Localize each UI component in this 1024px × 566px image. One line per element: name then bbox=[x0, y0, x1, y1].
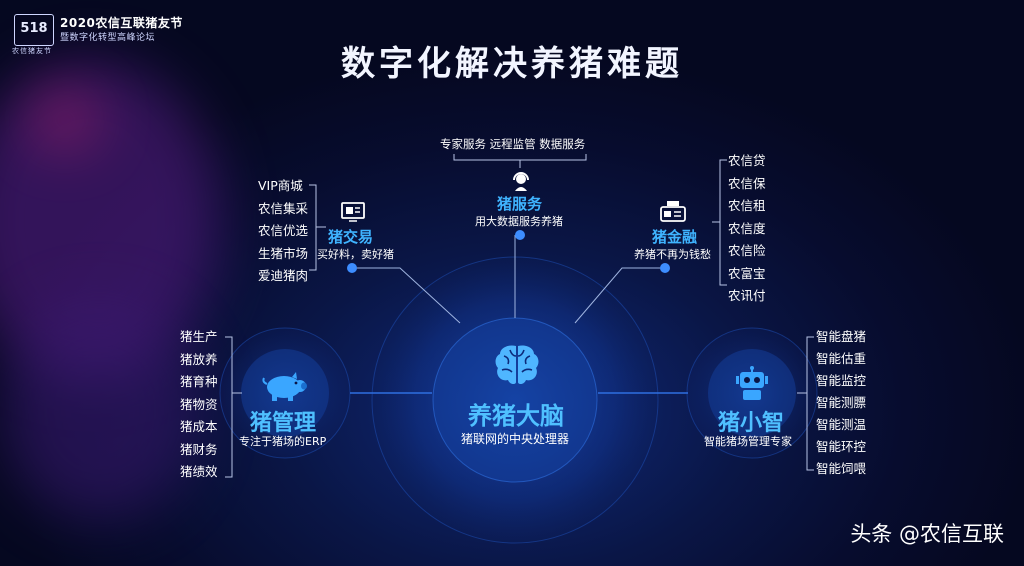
center-subtitle: 猪联网的中央处理器 bbox=[461, 432, 570, 446]
list-item: 猪育种 bbox=[180, 374, 218, 389]
finance-title: 猪金融 bbox=[652, 228, 698, 246]
list-item: 智能测温 bbox=[816, 417, 867, 432]
smart-title: 猪小智 bbox=[718, 411, 785, 436]
management-title: 猪管理 bbox=[250, 411, 317, 436]
list-item: 猪物资 bbox=[180, 396, 218, 412]
node-dot-service bbox=[515, 230, 525, 240]
trade-subtitle: 买好料，卖好猪 bbox=[317, 248, 394, 261]
finance-items: 农信贷 农信保 农信租 农信度 农信险 农富宝 农讯付 bbox=[728, 150, 766, 308]
page-title: 数字化解决养猪难题 bbox=[341, 44, 683, 84]
trade-title: 猪交易 bbox=[328, 228, 374, 246]
list-item: 猪成本 bbox=[180, 419, 218, 434]
list-item: 智能测膘 bbox=[816, 395, 867, 410]
management-subtitle: 专注于猪场的ERP bbox=[239, 435, 327, 448]
bg-glow-pink bbox=[30, 90, 100, 150]
smart-items: 智能盘猪 智能估重 智能监控 智能测膘 智能测温 智能环控 智能饲喂 bbox=[816, 326, 866, 480]
list-item: 农信集采 bbox=[258, 200, 309, 216]
list-item: 猪绩效 bbox=[180, 464, 218, 479]
bracket-management bbox=[225, 336, 233, 478]
connector-finance bbox=[574, 267, 665, 324]
connector-trade bbox=[352, 267, 461, 324]
bracket-finance bbox=[719, 159, 727, 286]
list-item: 猪放养 bbox=[180, 351, 218, 367]
list-item: 智能环控 bbox=[816, 439, 867, 454]
brain-icon bbox=[495, 345, 539, 385]
bracket-trade bbox=[309, 184, 317, 271]
list-item: 智能监控 bbox=[816, 373, 867, 388]
finance-subtitle: 养猪不再为钱愁 bbox=[634, 248, 711, 261]
center-title: 养猪大脑 bbox=[468, 402, 564, 430]
bracket-service bbox=[453, 154, 587, 161]
list-item: 农富宝 bbox=[728, 265, 766, 281]
list-item: 农讯付 bbox=[728, 288, 766, 303]
node-dot-finance bbox=[660, 263, 670, 273]
robot-icon bbox=[736, 366, 768, 400]
list-item: 农信贷 bbox=[728, 153, 766, 168]
list-item: 智能盘猪 bbox=[816, 329, 867, 344]
event-logo-caption: 农信猪友节 bbox=[12, 47, 52, 55]
list-item: 农信租 bbox=[728, 198, 766, 213]
list-item: 生猪市场 bbox=[258, 245, 309, 261]
headset-icon bbox=[513, 172, 529, 191]
smart-subtitle: 智能猪场管理专家 bbox=[704, 435, 792, 448]
list-item: 爱迪猪肉 bbox=[258, 268, 309, 283]
list-item: VIP商城 bbox=[258, 178, 303, 193]
list-item: 猪生产 bbox=[180, 329, 218, 344]
trade-items: VIP商城 农信集采 农信优选 生猪市场 爱迪猪肉 bbox=[258, 175, 308, 288]
list-item: 农信险 bbox=[728, 243, 766, 258]
service-subtitle: 用大数据服务养猪 bbox=[475, 215, 563, 228]
service-title: 猪服务 bbox=[497, 195, 543, 213]
list-item: 智能饲喂 bbox=[816, 461, 867, 476]
bracket-smart bbox=[806, 336, 814, 471]
bg-glow-left-lower bbox=[0, 300, 200, 520]
pig-icon bbox=[262, 372, 307, 401]
list-item: 猪财务 bbox=[180, 441, 218, 457]
shop-screen-icon bbox=[341, 202, 365, 222]
management-items: 猪生产 猪放养 猪育种 猪物资 猪成本 猪财务 猪绩效 bbox=[180, 326, 218, 484]
service-top-items: 专家服务 远程监管 数据服务 bbox=[440, 137, 586, 151]
event-subtitle: 暨数字化转型高峰论坛 bbox=[60, 33, 156, 43]
list-item: 农信保 bbox=[728, 175, 766, 191]
card-icon bbox=[660, 201, 686, 222]
event-logo: 518 bbox=[14, 14, 54, 46]
list-item: 农信优选 bbox=[258, 223, 309, 238]
list-item: 农信度 bbox=[728, 220, 766, 236]
node-dot-trade bbox=[347, 263, 357, 273]
watermark: 头条 @农信互联 bbox=[850, 522, 1004, 546]
list-item: 智能估重 bbox=[816, 351, 867, 366]
event-title: 2020农信互联猪友节 bbox=[60, 16, 183, 30]
